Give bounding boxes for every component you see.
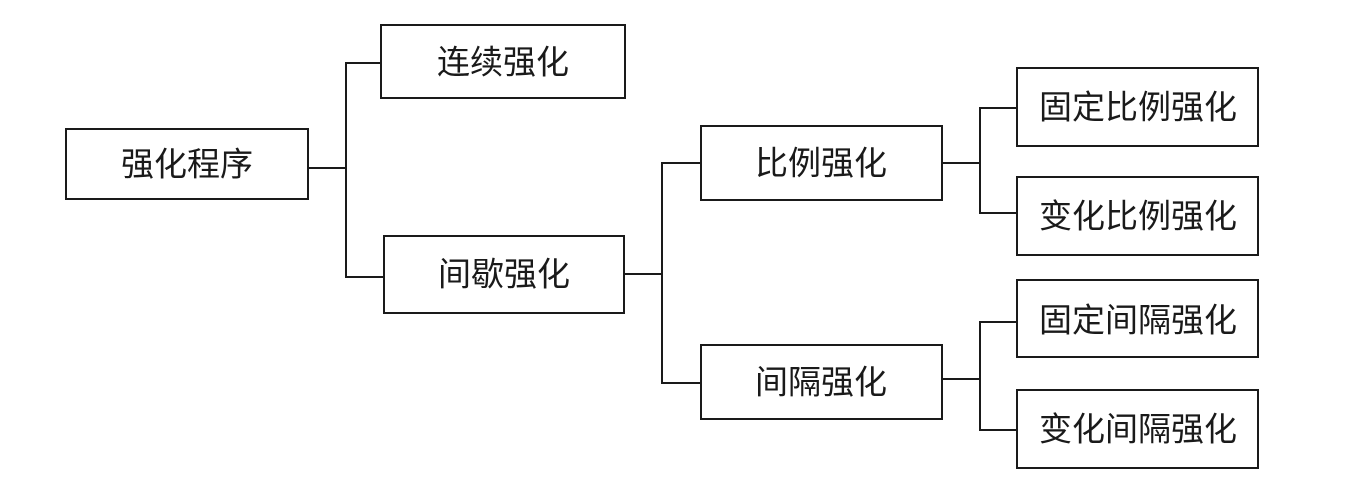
connector-ratio-variable bbox=[979, 163, 1017, 214]
connectors bbox=[308, 62, 1017, 431]
node-variable-interval-label: 变化间隔强化 bbox=[1039, 410, 1237, 449]
node-continuous: 连续强化 bbox=[380, 24, 626, 99]
node-fixed-interval: 固定间隔强化 bbox=[1016, 279, 1259, 358]
node-intermittent-label: 间歇强化 bbox=[438, 255, 570, 294]
node-fixed-interval-label: 固定间隔强化 bbox=[1039, 301, 1237, 340]
node-ratio-label: 比例强化 bbox=[755, 144, 887, 183]
node-variable-ratio-label: 变化比例强化 bbox=[1039, 197, 1237, 236]
connector-interval-fixed bbox=[979, 321, 1017, 379]
node-fixed-ratio: 固定比例强化 bbox=[1016, 67, 1259, 147]
node-variable-interval: 变化间隔强化 bbox=[1016, 389, 1259, 469]
connector-interval-variable bbox=[979, 379, 1017, 431]
connector-intermittent-interval bbox=[661, 274, 701, 384]
connector-intermittent-ratio bbox=[661, 162, 701, 274]
node-ratio: 比例强化 bbox=[700, 125, 943, 201]
connector-root-intermittent bbox=[345, 168, 384, 278]
node-interval-label: 间隔强化 bbox=[755, 363, 887, 402]
node-interval: 间隔强化 bbox=[700, 344, 943, 420]
node-intermittent: 间歇强化 bbox=[383, 235, 625, 314]
node-root-label: 强化程序 bbox=[121, 145, 253, 184]
node-root: 强化程序 bbox=[65, 128, 309, 200]
node-variable-ratio: 变化比例强化 bbox=[1016, 176, 1259, 256]
connector-root-continuous bbox=[345, 62, 381, 168]
connector-ratio-fixed bbox=[979, 107, 1017, 163]
node-fixed-ratio-label: 固定比例强化 bbox=[1039, 88, 1237, 127]
node-continuous-label: 连续强化 bbox=[437, 43, 569, 82]
